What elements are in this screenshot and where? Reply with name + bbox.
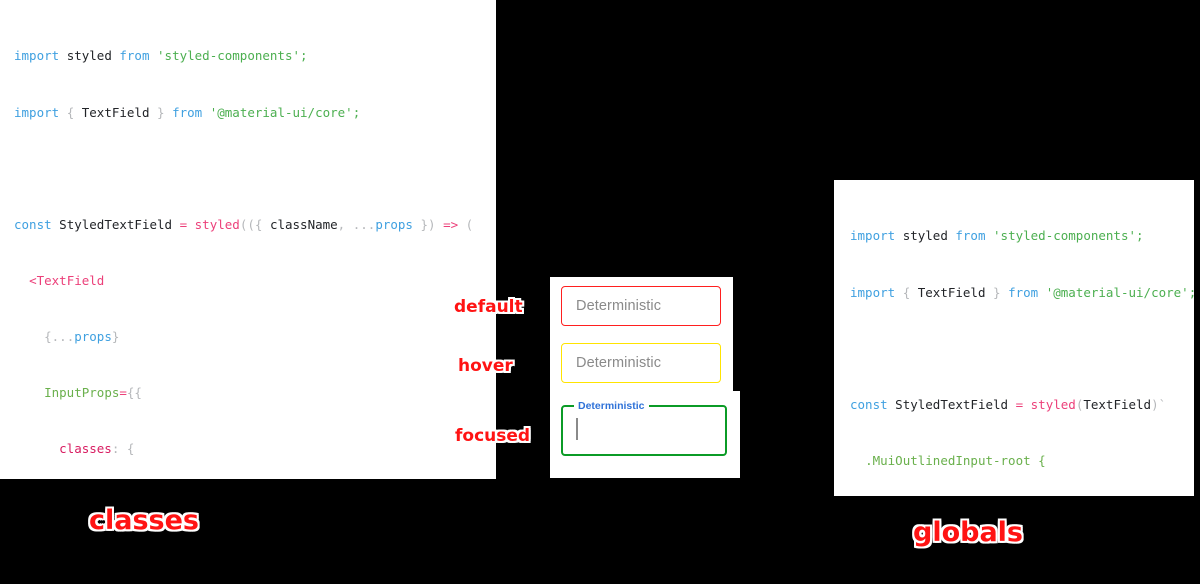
token-keyword-import: import <box>850 284 896 300</box>
code-line-blank <box>850 340 1194 359</box>
state-screenshot-default: Deterministic <box>550 277 733 334</box>
token-brace: {{ <box>126 384 142 400</box>
code-line: classes: { <box>14 440 496 459</box>
token-identifier-props: props <box>375 216 413 232</box>
text-caret <box>576 418 578 440</box>
token-keyword-const: const <box>14 216 52 232</box>
token-keyword-import: import <box>850 228 896 244</box>
token-paren: ) <box>428 216 436 232</box>
code-line-blank <box>14 160 496 179</box>
token-brace: { <box>44 328 52 344</box>
token-brace: } <box>993 284 1001 300</box>
token-identifier-styled: styled <box>902 228 948 244</box>
token-keyword-import: import <box>14 48 60 64</box>
textfield-default-value: Deterministic <box>576 298 662 314</box>
token-brace: { <box>902 284 911 300</box>
token-identifier-styled: styled <box>66 48 112 64</box>
token-brace: { <box>254 216 263 232</box>
textfield-focused[interactable]: Deterministic <box>561 400 727 456</box>
token-paren: (( <box>239 216 255 232</box>
token-operator-assign: = <box>179 216 188 232</box>
token-identifier-styledtextfield: StyledTextField <box>59 216 173 232</box>
token-keyword-const: const <box>850 396 888 412</box>
annotation-default: default <box>454 297 523 317</box>
code-line: import styled from 'styled-components'; <box>14 47 496 66</box>
token-key-classes: classes <box>59 441 112 457</box>
code-panel-globals: import styled from 'styled-components'; … <box>834 180 1194 496</box>
token-jsx-textfield: <TextField <box>29 272 105 288</box>
textfield-states-stack: Deterministic Deterministic Deterministi… <box>550 277 740 478</box>
caption-classes: classes <box>89 505 200 536</box>
token-identifier-styledtextfield: StyledTextField <box>895 396 1009 412</box>
token-operator-arrow: => <box>443 216 459 232</box>
token-brace: { <box>126 441 135 457</box>
token-spread: ... <box>352 216 376 232</box>
token-string-material-core: '@material-ui/core'; <box>1045 284 1194 300</box>
token-spread: ... <box>51 328 75 344</box>
token-identifier-classname: className <box>269 216 338 232</box>
token-keyword-from: from <box>119 48 150 64</box>
token-paren: ( <box>1075 396 1084 412</box>
state-screenshot-hover: Deterministic <box>550 334 733 391</box>
textfield-hover[interactable]: Deterministic <box>561 343 721 383</box>
code-line: InputProps={{ <box>14 384 496 403</box>
token-string-material-core: '@material-ui/core'; <box>209 104 361 120</box>
token-comma: , <box>337 216 346 232</box>
code-line: const StyledTextField = styled(({ classN… <box>14 216 496 235</box>
token-paren: ( <box>465 216 474 232</box>
code-line: import { TextField } from '@material-ui/… <box>14 104 496 123</box>
code-line: .MuiOutlinedInput-root { <box>850 452 1194 471</box>
token-operator-assign: = <box>119 384 127 400</box>
textfield-default[interactable]: Deterministic <box>561 286 721 326</box>
textfield-floating-label: Deterministic <box>574 400 649 412</box>
state-screenshot-focused: Deterministic <box>550 391 740 478</box>
code-line: import { TextField } from '@material-ui/… <box>850 284 1194 303</box>
caption-globals: globals <box>913 517 1024 548</box>
token-function-styled: styled <box>1030 396 1076 412</box>
token-function-styled: styled <box>194 216 240 232</box>
token-identifier-textfield: TextField <box>81 104 150 120</box>
token-brace: { <box>66 104 75 120</box>
annotation-focused: focused <box>455 426 531 446</box>
token-string-styled-components: 'styled-components'; <box>993 228 1144 244</box>
token-operator-assign: = <box>1015 396 1024 412</box>
textfield-hover-value: Deterministic <box>576 355 662 371</box>
code-line: const StyledTextField = styled(TextField… <box>850 396 1194 415</box>
code-line: <TextField <box>14 272 496 291</box>
token-brace: } <box>157 104 165 120</box>
token-keyword-from: from <box>955 228 986 244</box>
token-brace: } <box>111 328 120 344</box>
token-colon: : <box>111 441 120 457</box>
token-string-styled-components: 'styled-components'; <box>157 48 308 64</box>
token-identifier-props: props <box>74 328 112 344</box>
token-css-selector-root: .MuiOutlinedInput-root { <box>865 452 1046 468</box>
code-line: import styled from 'styled-components'; <box>850 227 1194 246</box>
token-keyword-import: import <box>14 104 60 120</box>
token-brace: } <box>420 216 429 232</box>
token-paren: )` <box>1151 396 1167 412</box>
token-attr-inputprops: InputProps <box>44 384 120 400</box>
token-identifier-textfield: TextField <box>1083 396 1152 412</box>
code-panel-classes: import styled from 'styled-components'; … <box>0 0 496 479</box>
token-keyword-from: from <box>1008 284 1039 300</box>
code-line: {...props} <box>14 328 496 347</box>
token-keyword-from: from <box>172 104 203 120</box>
annotation-hover: hover <box>458 356 513 376</box>
token-identifier-textfield: TextField <box>917 284 986 300</box>
